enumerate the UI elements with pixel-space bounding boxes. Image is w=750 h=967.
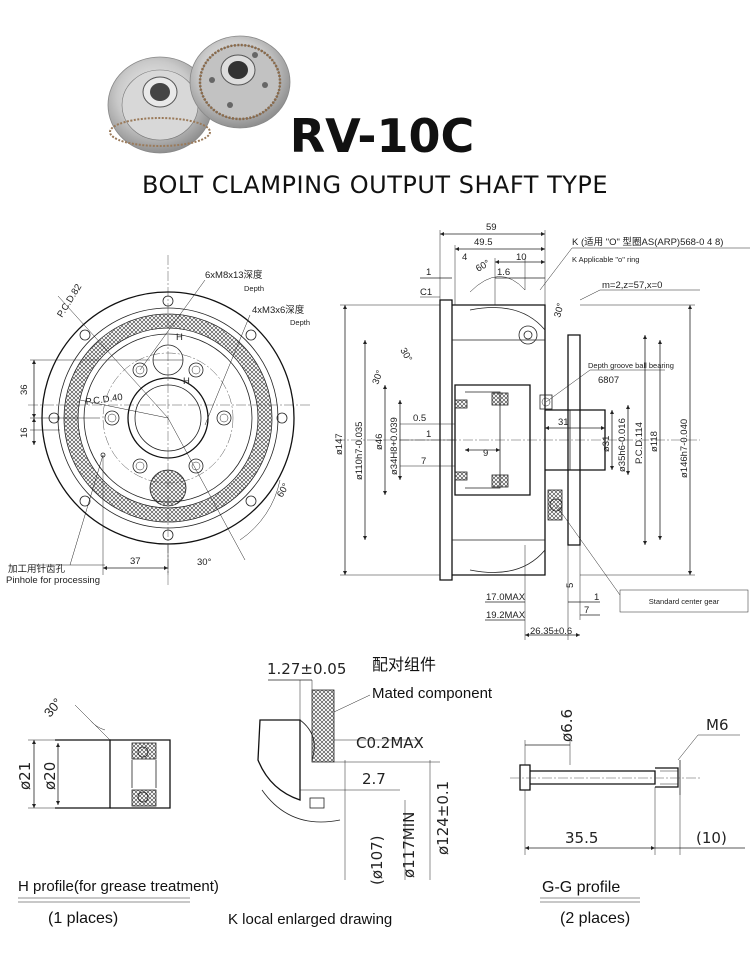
dia-118: ø118	[649, 431, 660, 452]
dia-146: ø146h7-0.040	[679, 419, 690, 478]
side-section-view	[335, 230, 750, 640]
k-dia-117: ø117MIN	[400, 812, 418, 878]
dia-31: ø31	[601, 436, 612, 452]
product-subtitle: BOLT CLAMPING OUTPUT SHAFT TYPE	[142, 171, 608, 199]
gear-spec: m=2,z=57,x=0	[602, 280, 662, 291]
pcd-114: P.C.D.114	[634, 422, 645, 464]
dia-46: ø46	[374, 434, 385, 450]
hole-note-m8-depth: Depth	[244, 284, 264, 293]
k-dim-1-27: 1.27±0.05	[267, 660, 346, 678]
gg-thread-m6: M6	[706, 716, 729, 734]
dim-4: 4	[462, 252, 467, 263]
hole-note-m3-depth: Depth	[290, 318, 310, 327]
chamfer-c1: C1	[420, 287, 432, 298]
gg-dim-10: (10)	[696, 829, 727, 847]
h-profile-caption: H profile(for grease treatment)	[18, 878, 219, 895]
dim-5: 5	[565, 583, 576, 588]
dim-0-5: 0.5	[413, 413, 426, 424]
h-dia-21: ø21	[16, 762, 34, 790]
angle-60-front: 60°	[275, 481, 292, 499]
pcd-40-label: P.C.D.40	[85, 392, 123, 408]
dim-1-top: 1	[426, 267, 431, 278]
gg-profile-view	[510, 734, 745, 903]
bearing-label: Depth groove ball bearing	[588, 361, 674, 370]
dim-16: 16	[19, 427, 30, 438]
dim-7-bottom: 7	[584, 605, 589, 616]
gg-dim-35-5: 35.5	[565, 829, 598, 847]
h-profile-count: (1 places)	[48, 910, 118, 927]
dim-1-6: 1.6	[497, 267, 510, 278]
dia-34: ø34H8+0.039	[389, 417, 400, 475]
angle-30-front: 30°	[197, 557, 212, 568]
dim-26-35: 26.35±0.6	[530, 626, 572, 637]
dia-35: ø35h6-0.016	[617, 418, 628, 472]
pcd-82-label: P.C.D.82	[55, 282, 84, 319]
angle-30-inner-b: 30°	[370, 369, 385, 386]
hole-note-m3: 4xM3x6深度	[252, 304, 305, 316]
k-dia-107: (ø107)	[368, 835, 386, 885]
bearing-code: 6807	[598, 375, 619, 386]
k-dia-124: ø124±0.1	[434, 781, 452, 855]
dia-147: ø147	[334, 433, 345, 455]
k-dim-2-7: 2.7	[362, 770, 386, 788]
gg-profile-count: (2 places)	[560, 910, 630, 927]
mated-component-en: Mated component	[372, 685, 493, 702]
angle-60-side: 60°	[474, 258, 492, 275]
dia-110: ø110h7-0.035	[354, 422, 365, 480]
dim-19-2-max: 19.2MAX	[486, 610, 526, 621]
center-gear-label: Standard center gear	[649, 597, 720, 606]
section-mark-h-top: H	[176, 332, 183, 343]
dim-31: 31	[558, 417, 569, 428]
pinhole-label-cn: 加工用针齿孔	[8, 563, 66, 575]
angle-30-gear: 30°	[552, 302, 566, 319]
mated-component-cn: 配对组件	[372, 656, 436, 674]
k-detail-view	[257, 679, 440, 880]
section-mark-h-bottom: H	[183, 376, 190, 387]
front-view	[28, 255, 310, 585]
h-profile-view	[18, 704, 190, 903]
dim-36: 36	[19, 384, 30, 395]
dim-1-bottom: 1	[594, 592, 599, 603]
gg-dia-6-6: ø6.6	[558, 709, 576, 742]
dim-17-max: 17.0MAX	[486, 592, 526, 603]
dim-37: 37	[130, 556, 141, 567]
product-photo	[107, 35, 291, 154]
k-chamfer: C0.2MAX	[356, 734, 424, 752]
gg-profile-caption: G-G profile	[542, 879, 620, 896]
dim-49-5: 49.5	[474, 237, 493, 248]
dim-59: 59	[486, 222, 497, 233]
o-ring-note-en: K Applicable "o" ring	[572, 255, 639, 264]
pinhole-label-en: Pinhole for processing	[6, 575, 100, 586]
h-angle-30: 30°	[41, 695, 65, 720]
hole-note-m8: 6xM8x13深度	[205, 269, 263, 281]
angle-30-inner-a: 30°	[397, 346, 414, 364]
k-detail-caption: K local enlarged drawing	[228, 911, 392, 928]
product-title: RV-10C	[290, 109, 475, 163]
dim-1-mid: 1	[426, 429, 431, 440]
dim-7-mid: 7	[421, 456, 426, 467]
h-dia-20: ø20	[41, 762, 59, 790]
o-ring-note-cn: K (适用 "O" 型圈AS(ARP)568-0 4 8)	[572, 237, 723, 248]
dim-9: 9	[483, 448, 488, 459]
dim-10: 10	[516, 252, 527, 263]
